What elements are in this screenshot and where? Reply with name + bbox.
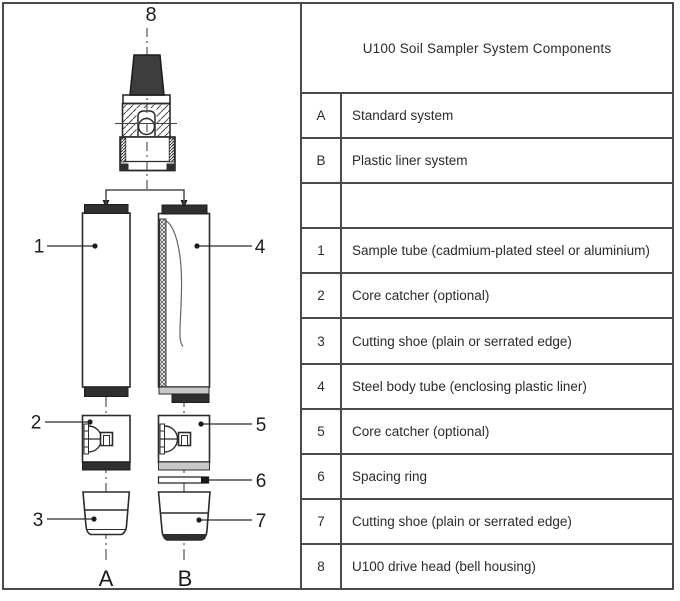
table-row: B Plastic liner system [302, 137, 672, 183]
table-row: 6 Spacing ring [302, 452, 672, 498]
table-row: 1 Sample tube (cadmium-plated steel or a… [302, 227, 672, 273]
row-description: Spacing ring [352, 468, 428, 484]
branch-connector [105, 189, 185, 202]
row-description: Core catcher (optional) [352, 423, 490, 439]
part-label-1: 1 [34, 237, 45, 258]
table-row: 8 U100 drive head (bell housing) [302, 542, 672, 589]
part-label-5: 5 [256, 415, 267, 436]
diagram-panel: 8 1 4 2 5 6 3 7 A B [4, 4, 302, 591]
cutting-shoe-b-illustration [157, 491, 211, 541]
plastic-liner-edge [166, 220, 184, 347]
row-description: Core catcher (optional) [352, 288, 490, 304]
table-row: 2 Core catcher (optional) [302, 272, 672, 318]
leader-lines [45, 245, 252, 521]
row-key: A [302, 94, 342, 138]
table-row: 4 Steel body tube (enclosing plastic lin… [302, 362, 672, 408]
row-description: Standard system [352, 108, 454, 124]
part-label-8: 8 [145, 4, 156, 26]
row-key: B [302, 139, 342, 183]
row-key: 5 [302, 409, 342, 453]
table-row-empty [302, 182, 672, 228]
assembly-label-b: B [178, 566, 193, 588]
sample-tube-illustration [81, 204, 131, 397]
table-row: A Standard system [302, 92, 672, 138]
assembly-label-a: A [99, 566, 114, 588]
components-table: U100 Soil Sampler System Components A St… [302, 4, 672, 589]
row-key: 8 [302, 544, 342, 589]
sampler-exploded-view-drawing: 8 1 4 2 5 6 3 7 A B [31, 4, 267, 591]
row-key: 4 [302, 364, 342, 408]
row-key [302, 184, 342, 228]
row-description: U100 drive head (bell housing) [352, 558, 536, 574]
part-label-4: 4 [255, 237, 266, 258]
plastic-liner-strip [159, 218, 167, 388]
table-row: 5 Core catcher (optional) [302, 407, 672, 453]
row-key: 3 [302, 319, 342, 363]
part-label-2: 2 [31, 413, 42, 434]
drive-head-cap [129, 54, 165, 96]
table-row: 3 Cutting shoe (plain or serrated edge) [302, 317, 672, 363]
row-description: Plastic liner system [352, 153, 468, 169]
sheet-frame: 8 1 4 2 5 6 3 7 A B U100 Soil Sampler Sy… [2, 2, 674, 591]
part-label-7: 7 [256, 511, 267, 532]
row-key: 1 [302, 229, 342, 273]
table-row: 7 Cutting shoe (plain or serrated edge) [302, 497, 672, 543]
row-description: Cutting shoe (plain or serrated edge) [352, 333, 572, 349]
drive-head-illustration [115, 94, 177, 172]
leader-dots [87, 243, 208, 523]
row-description: Sample tube (cadmium-plated steel or alu… [352, 243, 650, 259]
steel-body-tube-illustration [157, 204, 211, 403]
row-key: 7 [302, 499, 342, 543]
row-description: Cutting shoe (plain or serrated edge) [352, 513, 572, 529]
row-description: Steel body tube (enclosing plastic liner… [352, 378, 587, 394]
table-title: U100 Soil Sampler System Components [362, 40, 612, 56]
row-key: 6 [302, 454, 342, 498]
part-label-3: 3 [33, 510, 44, 531]
cutting-shoe-a-illustration [82, 491, 131, 536]
spacing-ring-illustration [157, 476, 210, 484]
part-label-6: 6 [256, 471, 267, 492]
row-description [342, 184, 672, 227]
row-key: 2 [302, 274, 342, 318]
